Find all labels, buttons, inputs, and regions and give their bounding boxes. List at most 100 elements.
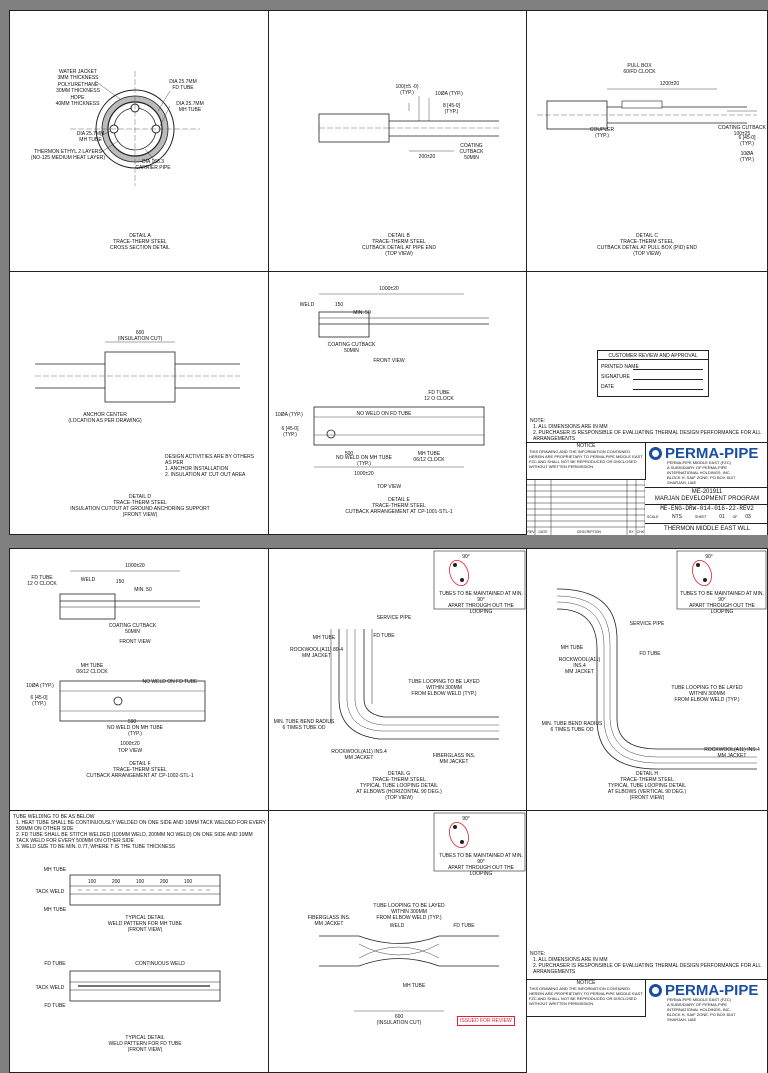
detail-c-panel: PULL BOX 60/FD CLOCK COUPLER (TYP.) 1200… [526,10,768,272]
detail-f-drawing [59,570,206,722]
detail-a-panel: WATER JACKET 3MM THICKNESS POLYURETHANE … [9,10,269,272]
detail-f-title: DETAIL F TRACE-THERM STEEL CUTBACK ARRAN… [86,761,194,779]
detail-f-panel: 1000±20 FD TUBE 12 O CLOCK WELD 150 MIN.… [9,548,269,811]
detail-a-label-mh-tube: DIA 25.7MM MH TUBE [176,101,204,113]
detail-f-front-weld: WELD [80,577,96,583]
title-block-panel: CUSTOMER REVIEW AND APPROVAL PRINTED NAM… [526,271,768,535]
detail-a-label-mh-tube-2: DIA 25.7MM MH TUBE [76,131,105,143]
title-block-panel-2: NOTE: 1. ALL DIMENSIONS ARE IN MM 2. PUR… [526,810,768,1073]
detail-f-front-min: MIN. 50 [134,587,152,593]
detail-f-top-mh: MH TUBE 06/12 CLOCK [76,663,108,675]
detail-a-label-thermon: THERMON ETHYL 2 LAYERS (NO-125 MEDIUM HE… [30,149,106,161]
weld-1-tack: TACK WELD [35,889,65,895]
weld-note-1: 1. HEAT TUBE SHALL BE CONTINUOUSLY WELDE… [16,820,266,832]
detail-g-panel: 90° TUBES TO BE MAINTAINED AT MIN. 90° A… [268,548,527,811]
notice-text: THIS DRAWING AND THE INFORMATION CONTAIN… [529,449,643,469]
detail-h-rockwool-2: ROCKWOOL(A11) INS.4 MM JACKET [704,747,760,759]
detail-f-front-length: 1000±20 [125,563,145,569]
detail-i-drawing [319,812,526,1012]
approval-date-line[interactable] [633,389,703,390]
detail-b-label-4: COATING CUTBACK 50MIN [459,143,484,161]
detail-e-top-500: 500 [344,451,354,457]
rev-col-by: BY [629,530,634,534]
detail-h-fd: FD TUBE [639,651,661,657]
detail-i-panel: 90° TUBES TO BE MAINTAINED AT MIN. 90° A… [268,810,527,1073]
detail-g-looping: TUBE LOOPING TO BE LAYED WITHIN 300MM FR… [408,679,480,697]
detail-g-drawing [330,550,526,740]
detail-e-top-view: TOP VIEW [376,484,402,490]
detail-e-drawing [313,293,489,468]
perma-pipe-logo-icon [649,447,662,460]
detail-e-front-length: 1000±20 [379,286,399,292]
weld-1-seg-2: 200 [111,879,121,885]
title-block-2: NOTICE THIS DRAWING AND THE INFORMATION … [527,979,767,1073]
sheet-number: 01 [719,514,725,520]
detail-i-fiberglass: FIBERGLASS INS. MM JACKET [307,915,351,927]
detail-i-weld: WELD [389,923,405,929]
detail-b-label-3: 8 [45-0] (TYP.) [443,103,460,115]
weld-1-title: TYPICAL DETAIL WELD PATTERN FOR MH TUBE … [107,915,183,933]
detail-f-top-angle: 6 [45-0] (TYP.) [30,695,48,707]
review-stamp: ISSUED FOR REVIEW [457,1016,515,1026]
detail-e-top-noweld-fd: NO WELD ON FD TUBE [356,411,412,417]
detail-b-panel: 100(±5 -0) (TYP.) 10ØA (TYP.) 8 [45-0] (… [268,10,527,272]
detail-i-fd: FD TUBE [453,923,475,929]
weld-pattern-drawings [69,874,221,1002]
detail-g-rockwool-2: ROCKWOOL(A11) INS.4 MM JACKET [331,749,387,761]
approval-signature-line[interactable] [633,379,703,380]
detail-g-rockwool: ROCKWOOL(A11) 80-4 MM JACKET [290,647,343,659]
detail-h-looping: TUBE LOOPING TO BE LAYED WITHIN 300MM FR… [671,685,743,703]
detail-g-angle: 90° [462,554,470,560]
company-address-2: PERMA-PIPE MIDDLE EAST (FZC) A SUBSIDIAR… [667,997,736,1022]
detail-h-rockwool: ROCKWOOL(A11) INS.4 MM JACKET [558,657,601,675]
approval-name-line[interactable] [633,369,703,370]
detail-a-cross-section [70,71,200,186]
approval-heading: CUSTOMER REVIEW AND APPROVAL [598,353,708,360]
detail-f-front-cutback: COATING CUTBACK 50MIN [108,623,157,635]
detail-e-top-angle: 6 [45-0] (TYP.) [281,426,299,438]
scale-label: SCALE [647,515,659,519]
weld-detail-panel: TUBE WELDING TO BE AS BELOW 1. HEAT TUBE… [9,810,269,1073]
detail-i-mh: MH TUBE [402,983,426,989]
detail-g-bend: MIN. TUBE BEND RADIUS 6 TIMES TUBE OD [273,719,335,731]
detail-a-title: DETAIL A TRACE-THERM STEEL CROSS SECTION… [110,233,170,251]
detail-a-label-jacket: WATER JACKET 3MM THICKNESS [57,69,99,81]
detail-a-label-hdpe: HDPE 40MM THICKNESS [55,95,100,107]
detail-g-mh: MH TUBE [312,635,336,641]
weld-1-mh-2: MH TUBE [43,907,67,913]
note-2-1: 1. ALL DIMENSIONS ARE IN MM [533,957,608,963]
detail-e-front-150: 150 [334,302,344,308]
detail-c-label-angle: 6 [45-0] (TYP.) [738,135,756,147]
weld-note-3: 3. WELD SIZE TO BE MIN. 0.7T, WHERE T IS… [16,844,176,850]
detail-f-front-fd: FD TUBE 12 O CLOCK [27,575,57,587]
weld-2-continuous: CONTINUOUS WELD [135,961,185,967]
weld-1-seg-1: 100 [87,879,97,885]
detail-b-label-1: 100(±5 -0) (TYP.) [395,84,419,96]
detail-b-drawing [318,96,499,152]
weld-2-fd-2: FD TUBE [44,1003,66,1009]
detail-c-label-pullbox: PULL BOX 60/FD CLOCK [623,63,656,75]
detail-a-label-carrier-pipe: DIA 168.3 CARRIER PIPE [135,159,171,171]
project-name: MARJAN DEVELOPMENT PROGRAM [654,496,760,502]
sheet-of: OF [732,515,738,519]
perma-pipe-logo-icon-2 [649,984,662,997]
sheet-label: SHEET [695,515,707,519]
notice-heading: NOTICE [576,443,596,449]
detail-e-top-fd: FD TUBE 12 O CLOCK [424,390,454,402]
weld-notes-heading: TUBE WELDING TO BE AS BELOW [13,814,95,820]
company-box: PERMA-PIPE PERMA-PIPE MIDDLE EAST (FZC) … [645,443,767,535]
approval-field-name: PRINTED NAME [601,364,639,370]
detail-i-cut: 600 (INSULATION CUT) [376,1014,422,1026]
notice-heading-2: NOTICE [576,980,596,986]
detail-c-label-coupler: COUPLER (TYP.) [589,127,615,139]
detail-e-panel: 1000±20 WELD 150 MIN. 50 COATING CUTBACK… [268,271,527,535]
detail-e-front-weld: WELD [299,302,315,308]
note-2: 2. PURCHASER IS RESPONSIBLE OF EVALUATIN… [533,430,762,442]
customer-name: THERMON MIDDLE EAST WLL [645,523,767,534]
perma-pipe-logo-2: PERMA-PIPE [665,982,759,999]
detail-d-notes: DESIGN ACTIVITIES ARE BY OTHERS AS PER 1… [165,454,255,478]
revision-table [527,479,645,535]
detail-b-label-5: 200±20 [418,154,436,160]
perma-pipe-logo: PERMA-PIPE [665,445,759,462]
rev-col-date: DATE [538,530,548,534]
